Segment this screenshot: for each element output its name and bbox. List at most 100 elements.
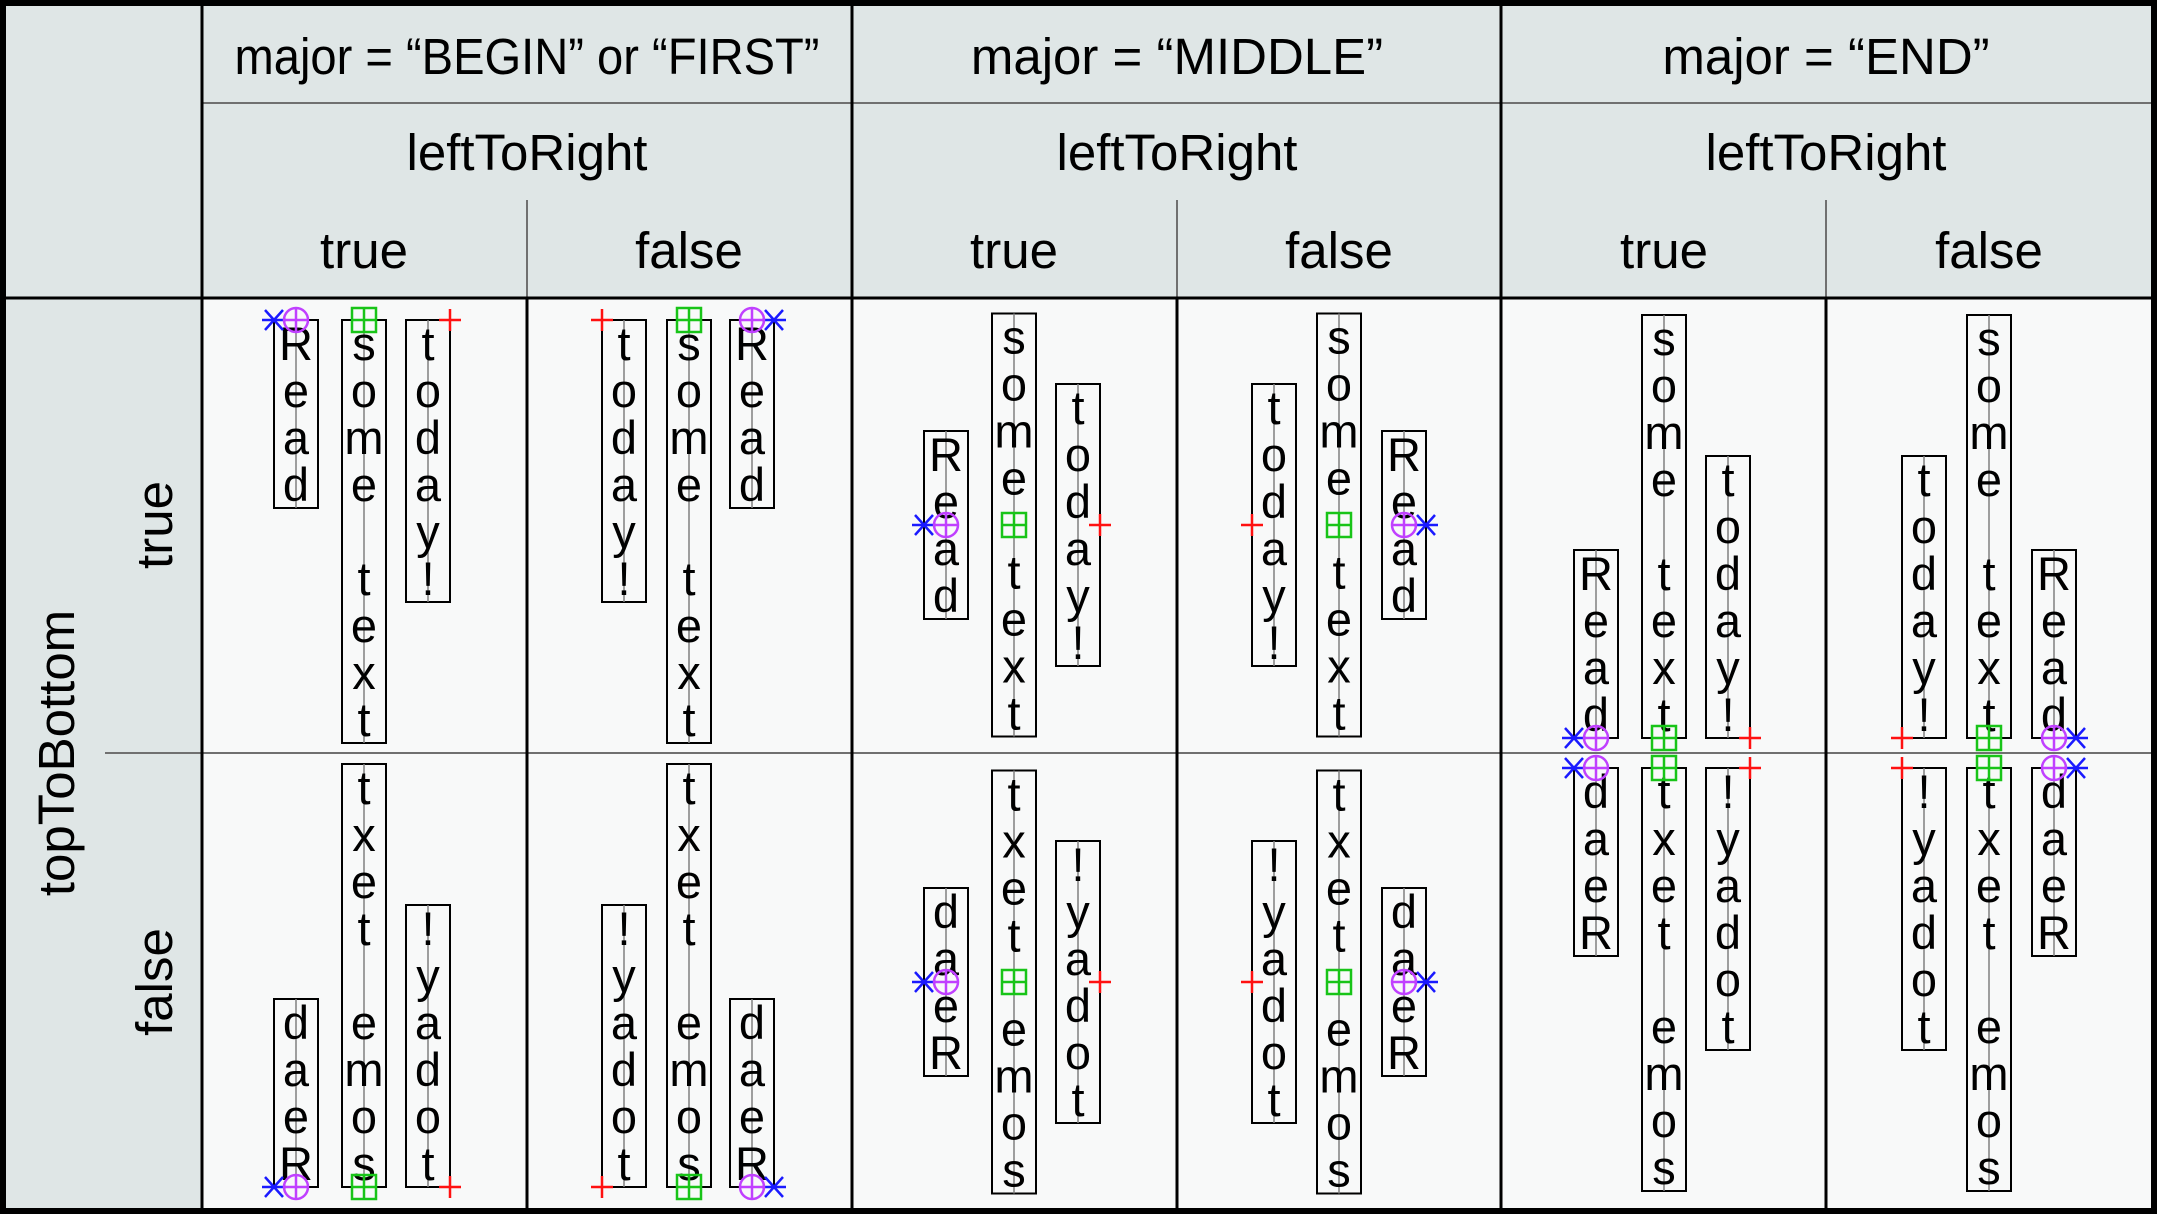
some-text-glyph: x bbox=[1977, 812, 2001, 865]
ltr-header-middle: leftToRight bbox=[1057, 124, 1298, 181]
today-glyph: d bbox=[1715, 547, 1741, 600]
header-corner-bg bbox=[0, 0, 202, 298]
some-text-glyph: e bbox=[1326, 452, 1352, 505]
today-glyph: d bbox=[1911, 906, 1937, 959]
today-glyph: o bbox=[1261, 428, 1287, 481]
today-glyph: t bbox=[1917, 1000, 1930, 1053]
some-text-glyph: o bbox=[1976, 359, 2002, 412]
end-marker-icon bbox=[439, 309, 461, 331]
some-text-glyph: e bbox=[1001, 1003, 1027, 1056]
read-glyph: e bbox=[2041, 594, 2067, 647]
ttb-header: topToBottom bbox=[28, 610, 85, 896]
end-marker-icon bbox=[1241, 971, 1263, 993]
some-text-glyph: t bbox=[682, 902, 695, 955]
today-glyph: y bbox=[416, 949, 440, 1002]
center-marker-icon bbox=[1650, 754, 1678, 782]
some-text-glyph: t bbox=[357, 552, 370, 605]
today-glyph: d bbox=[611, 411, 637, 464]
ltr-value-begin-true: true bbox=[320, 222, 408, 279]
some-text-glyph: e bbox=[1001, 862, 1027, 915]
ttb-value-true: true bbox=[126, 481, 183, 569]
today-glyph: d bbox=[1715, 906, 1741, 959]
today-glyph: y bbox=[1716, 641, 1740, 694]
today-glyph: a bbox=[1261, 932, 1288, 985]
some-text-glyph: m bbox=[1969, 1047, 2008, 1100]
today-glyph: d bbox=[1261, 979, 1287, 1032]
center-marker-icon bbox=[1325, 968, 1353, 996]
today-glyph: d bbox=[415, 1043, 441, 1096]
read-glyph: a bbox=[1583, 641, 1610, 694]
some-text-glyph: e bbox=[676, 855, 702, 908]
today-glyph: y bbox=[1912, 641, 1936, 694]
center-marker-icon bbox=[350, 306, 378, 334]
grid-lines bbox=[105, 102, 2157, 754]
ltr-header-begin: leftToRight bbox=[407, 124, 648, 181]
origin-marker-icon bbox=[1582, 724, 1610, 752]
today-glyph: o bbox=[1715, 953, 1741, 1006]
some-text-glyph: m bbox=[994, 405, 1033, 458]
today-glyph: a bbox=[1715, 859, 1742, 912]
today-glyph: a bbox=[611, 458, 638, 511]
some-text-glyph: e bbox=[1001, 593, 1027, 646]
some-text-glyph: t bbox=[1982, 765, 1995, 818]
today-glyph: o bbox=[1911, 500, 1937, 553]
some-text-glyph: t bbox=[1657, 906, 1670, 959]
read-glyph: e bbox=[739, 364, 765, 417]
read-glyph: d bbox=[283, 996, 309, 1049]
some-text-glyph: e bbox=[1976, 594, 2002, 647]
ltr-value-middle-true: true bbox=[970, 222, 1058, 279]
origin-marker-icon bbox=[1582, 754, 1610, 782]
some-text-glyph: s bbox=[1327, 311, 1351, 364]
end-marker-icon bbox=[1739, 757, 1761, 779]
read-glyph: a bbox=[2041, 812, 2068, 865]
some-text-glyph: x bbox=[677, 646, 701, 699]
today-glyph: o bbox=[1261, 1026, 1287, 1079]
read-glyph: e bbox=[283, 364, 309, 417]
ltr-value-middle-false: false bbox=[1285, 222, 1393, 279]
some-text-glyph: s bbox=[352, 317, 376, 370]
origin-marker-icon bbox=[282, 1173, 310, 1201]
today-glyph: o bbox=[1715, 500, 1741, 553]
some-text-glyph: e bbox=[351, 855, 377, 908]
some-text-glyph: t bbox=[357, 761, 370, 814]
some-text-glyph: s bbox=[1327, 1144, 1351, 1197]
some-text-glyph: t bbox=[1332, 909, 1345, 962]
some-text-glyph: x bbox=[1002, 815, 1026, 868]
read-glyph: R bbox=[929, 1026, 963, 1079]
today-glyph: d bbox=[1261, 475, 1287, 528]
start-marker-icon bbox=[262, 309, 286, 331]
some-text-glyph: s bbox=[1977, 1141, 2001, 1194]
read-glyph: a bbox=[283, 1043, 310, 1096]
some-text-glyph: e bbox=[1326, 593, 1352, 646]
origin-marker-icon bbox=[1390, 511, 1418, 539]
read-glyph: e bbox=[2041, 859, 2067, 912]
some-text-glyph: t bbox=[1657, 547, 1670, 600]
read-glyph: a bbox=[739, 411, 766, 464]
today-glyph: y bbox=[1066, 569, 1090, 622]
today-glyph: a bbox=[1065, 522, 1092, 575]
some-text-glyph: t bbox=[1982, 688, 1995, 741]
today-glyph: t bbox=[1071, 381, 1084, 434]
some-text-glyph: o bbox=[1976, 1094, 2002, 1147]
start-marker-icon bbox=[2064, 757, 2088, 779]
end-marker-icon bbox=[591, 309, 613, 331]
some-text-glyph: x bbox=[352, 646, 376, 699]
end-marker-icon bbox=[1891, 757, 1913, 779]
read-glyph: e bbox=[283, 1090, 309, 1143]
read-glyph: R bbox=[1387, 1026, 1421, 1079]
read-glyph: a bbox=[283, 411, 310, 464]
today-glyph: y bbox=[416, 505, 440, 558]
some-text-glyph: e bbox=[1651, 594, 1677, 647]
today-glyph: o bbox=[415, 364, 441, 417]
some-text-glyph: e bbox=[1651, 859, 1677, 912]
center-marker-icon bbox=[1000, 511, 1028, 539]
